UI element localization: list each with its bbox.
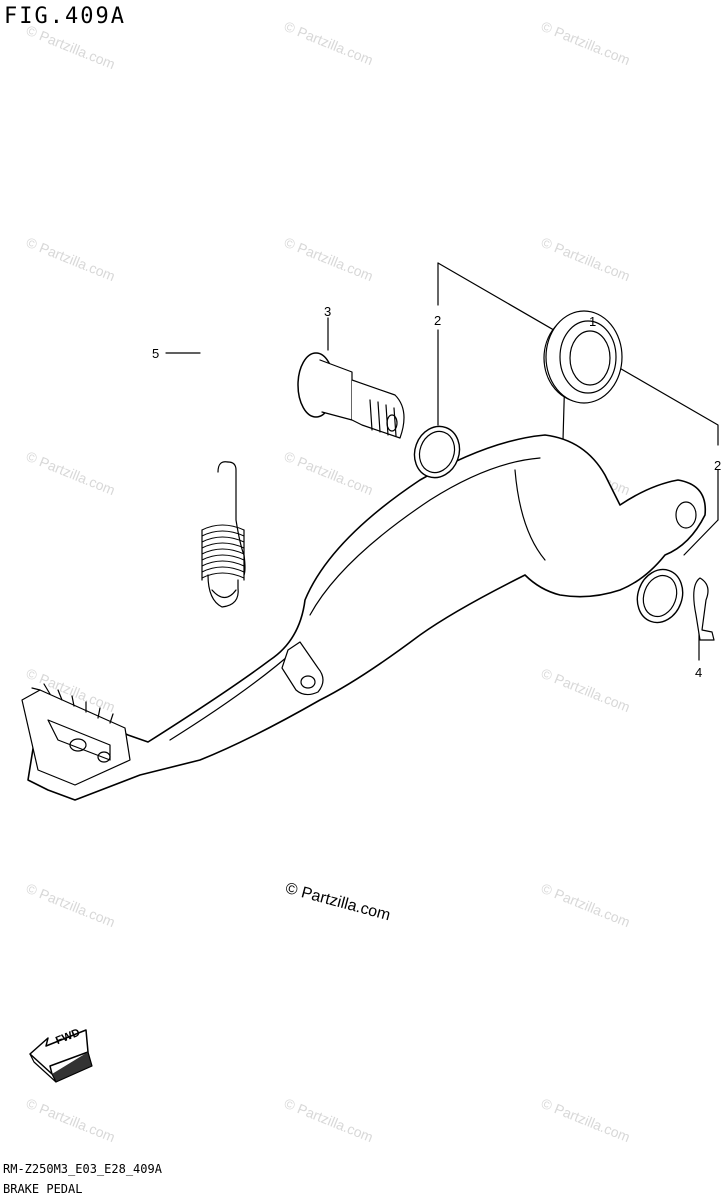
seal-washer-right xyxy=(636,568,684,624)
callout-2-left: 2 xyxy=(434,313,442,328)
brake-pedal-arm xyxy=(21,310,707,801)
section-name: BRAKE PEDAL xyxy=(3,1182,83,1196)
fwd-arrow-icon xyxy=(29,1029,93,1083)
callout-2-right: 2 xyxy=(714,458,722,473)
seal-washer-left xyxy=(413,425,461,479)
callout-1: 1 xyxy=(589,314,597,329)
figure-title: FIG.409A xyxy=(4,4,126,29)
callout-3: 3 xyxy=(324,304,332,319)
model-code: RM-Z250M3_E03_E28_409A xyxy=(3,1162,162,1176)
callout-5: 5 xyxy=(152,346,160,361)
callout-4: 4 xyxy=(695,665,703,680)
pivot-shaft xyxy=(297,352,405,439)
return-spring xyxy=(201,461,246,608)
cotter-pin xyxy=(693,577,715,641)
